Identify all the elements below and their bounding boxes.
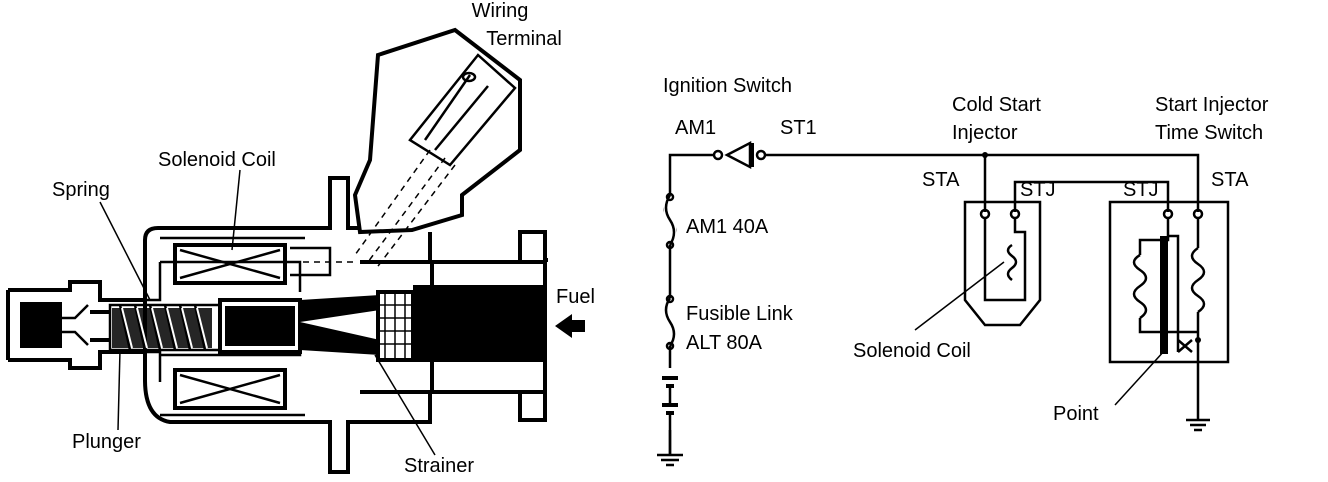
- cold-start-injector-box: [914, 200, 1042, 331]
- label-solenoid-coil-right: Solenoid Coil: [853, 340, 971, 362]
- cutaway-leader-lines: [99, 169, 436, 456]
- battery-symbol: [660, 368, 680, 455]
- label-solenoid-coil-left: Solenoid Coil: [158, 149, 276, 171]
- wiring-terminal-connector: [352, 27, 522, 271]
- label-wiring-terminal-line2: Terminal: [486, 28, 562, 50]
- injector-cutaway: Wiring Terminal Solenoid Coil Spring Fue…: [6, 0, 595, 477]
- wiring-schematic: Ignition Switch AM1 ST1 Cold Start Injec…: [657, 75, 1269, 467]
- label-fuel: Fuel: [556, 286, 595, 308]
- label-cold-start-line2: Injector: [952, 122, 1018, 144]
- label-time-switch-line2: Time Switch: [1155, 122, 1263, 144]
- label-time-switch-line1: Start Injector: [1155, 94, 1269, 116]
- label-plunger: Plunger: [72, 431, 141, 453]
- label-ignition-switch: Ignition Switch: [663, 75, 792, 97]
- ground-symbol-battery: [657, 453, 683, 467]
- label-am1-40a: AM1 40A: [686, 216, 769, 238]
- label-cold-start-line1: Cold Start: [952, 94, 1041, 116]
- spring-and-plunger: [90, 298, 302, 354]
- label-sta-left: STA: [922, 169, 960, 191]
- label-am1: AM1: [675, 117, 716, 139]
- fuse-am1-40a: [663, 192, 677, 250]
- label-spring: Spring: [52, 179, 110, 201]
- label-stj-left: STJ: [1020, 179, 1056, 201]
- label-stj-right: STJ: [1123, 179, 1159, 201]
- fuel-passage: [300, 260, 547, 394]
- label-wiring-terminal-line1: Wiring: [472, 0, 529, 22]
- label-strainer: Strainer: [404, 455, 474, 477]
- ignition-switch-symbol: [712, 140, 767, 170]
- schematic-wires: [668, 152, 1210, 455]
- label-st1: ST1: [780, 117, 817, 139]
- label-fusible-link-line2: ALT 80A: [686, 332, 763, 354]
- fuel-direction-arrow: [555, 314, 585, 338]
- label-sta-right: STA: [1211, 169, 1249, 191]
- label-fusible-link-line1: Fusible Link: [686, 303, 794, 325]
- label-point: Point: [1053, 403, 1099, 425]
- time-switch-box: [1108, 200, 1230, 406]
- fusible-link-alt-80a: [664, 294, 676, 351]
